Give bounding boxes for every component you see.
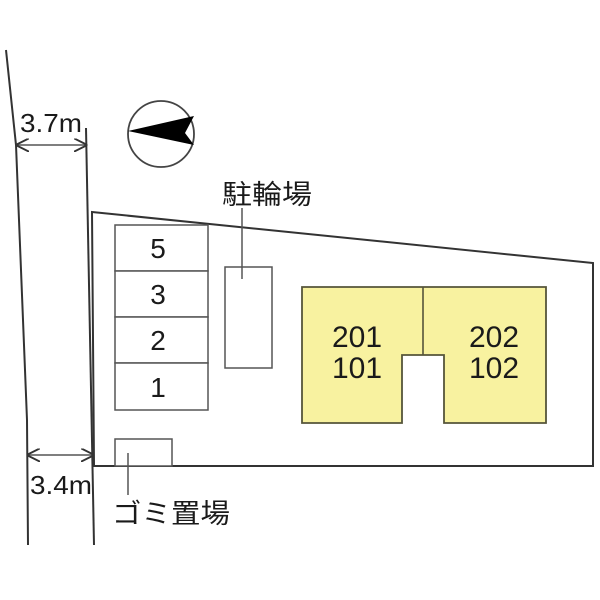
apartment-building: 201 101 202 102 bbox=[301, 286, 547, 424]
unit-number-201: 201 bbox=[332, 321, 382, 354]
unit-number-202: 202 bbox=[469, 321, 519, 354]
unit-number-101: 101 bbox=[332, 352, 382, 385]
parking-space-1 bbox=[114, 362, 209, 411]
dimension-label-bottom: 3.4m bbox=[30, 470, 92, 500]
parking-number: 3 bbox=[150, 279, 166, 310]
parking-space-5 bbox=[114, 224, 209, 272]
unit-number-102: 102 bbox=[469, 352, 519, 385]
road-boundary-line bbox=[5, 49, 29, 546]
north-arrow-icon bbox=[127, 100, 195, 168]
bicycle-parking-label: 駐輪場 bbox=[222, 180, 312, 211]
bicycle-parking-area bbox=[224, 266, 273, 369]
garbage-area bbox=[114, 438, 173, 467]
property-outline bbox=[90, 210, 594, 467]
parking-space-2 bbox=[114, 316, 209, 364]
garbage-area-label: ゴミ置場 bbox=[112, 499, 230, 530]
dimension-label-top: 3.7m bbox=[20, 108, 82, 138]
parking-number: 1 bbox=[150, 372, 166, 403]
parking-number: 5 bbox=[150, 233, 166, 264]
property-left-edge bbox=[85, 127, 95, 546]
parking-lot: 5 3 2 1 bbox=[114, 224, 209, 411]
parking-number: 2 bbox=[150, 325, 166, 356]
